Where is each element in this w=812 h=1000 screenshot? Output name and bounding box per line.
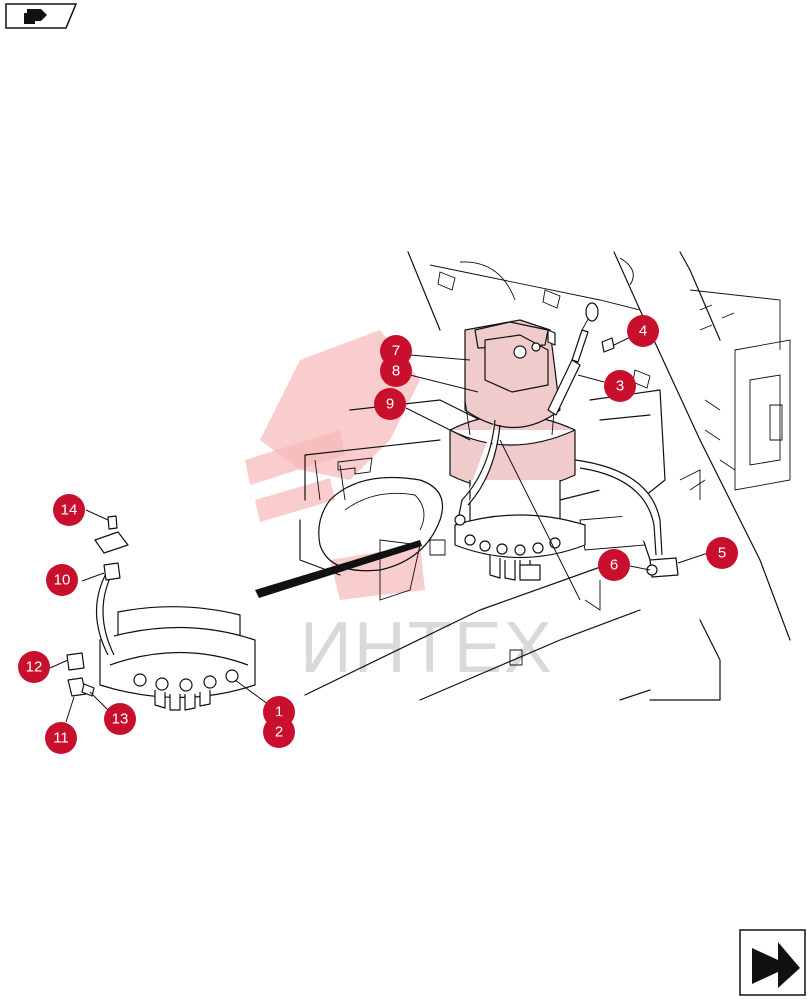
- callout-8-label: 8: [392, 363, 400, 380]
- callout-6-label: 6: [610, 557, 618, 574]
- callout-6[interactable]: 6: [598, 549, 630, 581]
- watermark-gear-shape: [260, 330, 420, 480]
- motor-port: [513, 345, 527, 359]
- motor-plug: [547, 329, 556, 346]
- motor-port-small: [531, 342, 541, 352]
- watermark-stripe-2: [255, 478, 335, 522]
- next-page-button[interactable]: [739, 929, 806, 996]
- flange-bolts: [464, 534, 561, 556]
- frame-structure: [299, 251, 791, 701]
- callout-11-label: 11: [53, 730, 69, 747]
- callout-7-label: 7: [392, 343, 400, 360]
- callout-9-label: 9: [386, 396, 394, 413]
- assembly-pointer-band: [255, 540, 422, 598]
- dipstick-tube: [571, 329, 589, 363]
- prev-page-button[interactable]: [5, 3, 78, 29]
- dipstick-guide: [547, 359, 581, 416]
- watermark-stripe-3: [330, 545, 425, 600]
- watermark-stripe-1: [245, 430, 345, 485]
- dipstick-ring: [585, 302, 599, 322]
- callout-8[interactable]: 8: [380, 355, 412, 387]
- swing-motor-assembly: [449, 302, 679, 581]
- callout-14[interactable]: 14: [53, 494, 85, 526]
- callout-9[interactable]: 9: [374, 388, 406, 420]
- watermark-text: ИНТЕХ: [300, 608, 554, 688]
- callout-3[interactable]: 3: [604, 370, 636, 402]
- callout-5-label: 5: [718, 545, 726, 562]
- ring-gear-inner: [109, 651, 249, 666]
- callouts: 1 2 3 4 5 6 7 8: [18, 315, 738, 754]
- callout-2-label: 2: [275, 724, 283, 741]
- watermark: ИНТЕХ: [245, 330, 554, 688]
- exploded-ring-gear: [66, 515, 256, 711]
- exploded-hose-bottom-fitting: [66, 652, 85, 671]
- hose-to-fitting-inner: [579, 467, 657, 556]
- callout-2[interactable]: 2: [263, 716, 295, 748]
- callout-11[interactable]: 11: [45, 722, 77, 754]
- callout-4-label: 4: [639, 323, 647, 340]
- callout-12[interactable]: 12: [18, 651, 50, 683]
- callout-1-label: 1: [275, 704, 283, 721]
- callout-14-label: 14: [61, 502, 78, 519]
- drain-fitting: [454, 514, 466, 526]
- breather-plug: [107, 515, 118, 530]
- motor-ring-top-edge: [449, 429, 576, 446]
- back-arrow-icon: [24, 9, 47, 24]
- callout-10[interactable]: 10: [46, 564, 78, 596]
- ring-gear-bolts: [133, 669, 239, 692]
- exploded-hose-top-fitting: [103, 562, 121, 581]
- drain-hose: [457, 419, 501, 521]
- callout-4[interactable]: 4: [627, 315, 659, 347]
- callout-10-label: 10: [54, 572, 71, 589]
- callout-12-label: 12: [26, 659, 43, 676]
- breather-gasket: [94, 531, 129, 554]
- callout-13[interactable]: 13: [104, 703, 136, 735]
- breather-cap: [601, 337, 615, 353]
- callout-13-label: 13: [112, 711, 129, 728]
- callout-5[interactable]: 5: [706, 537, 738, 569]
- hose-clamp: [646, 564, 658, 576]
- exploded-pinion: [154, 690, 211, 711]
- callout-3-label: 3: [616, 378, 624, 395]
- pinion-tag: [519, 564, 541, 581]
- forward-arrow-icon: [752, 942, 800, 988]
